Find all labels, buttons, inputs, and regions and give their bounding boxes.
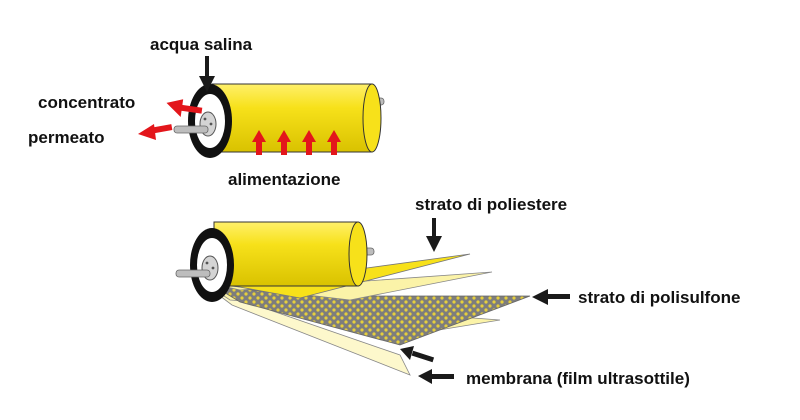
bottom-arrows: [400, 218, 570, 384]
polisulfone-arrow: [532, 289, 570, 305]
top-tube-left: [173, 125, 209, 134]
feed-arrow: [277, 130, 291, 155]
label-acqua-salina: acqua salina: [150, 35, 253, 54]
sheet-membrana: [211, 289, 411, 376]
bottom-cartridge: [175, 221, 531, 376]
bottom-core-hole: [205, 261, 209, 265]
top-core-hole: [203, 117, 207, 121]
top-cartridge: [173, 83, 385, 158]
alimentazione-arrows: [252, 130, 341, 155]
top-core-hole: [209, 122, 213, 126]
feed-arrow: [327, 130, 341, 155]
label-alimentazione: alimentazione: [228, 170, 340, 189]
bottom-roll-body: [213, 221, 359, 287]
bottom-tube-left: [175, 269, 211, 278]
label-permeato: permeato: [28, 128, 105, 147]
feed-arrow: [252, 130, 266, 155]
top-roll-right-end: [362, 83, 382, 153]
label-concentrato: concentrato: [38, 93, 135, 112]
top-roll-body: [211, 83, 373, 153]
bottom-roll-right-end: [348, 221, 368, 287]
bottom-core-hole: [211, 266, 215, 270]
feed-arrow: [302, 130, 316, 155]
concentrato-arrow: [166, 99, 203, 118]
label-strato-poliestere: strato di poliestere: [415, 195, 567, 214]
membrana-arrow-lower: [418, 369, 454, 384]
acqua-salina-arrow: [199, 56, 215, 92]
label-membrana: membrana (film ultrasottile): [466, 369, 690, 388]
label-strato-polisulfone: strato di polisulfone: [578, 288, 740, 307]
membrana-arrow-upper: [400, 346, 435, 363]
permeato-arrow: [138, 124, 173, 140]
top-arrows: [138, 56, 341, 155]
poliestere-arrow: [426, 218, 442, 252]
